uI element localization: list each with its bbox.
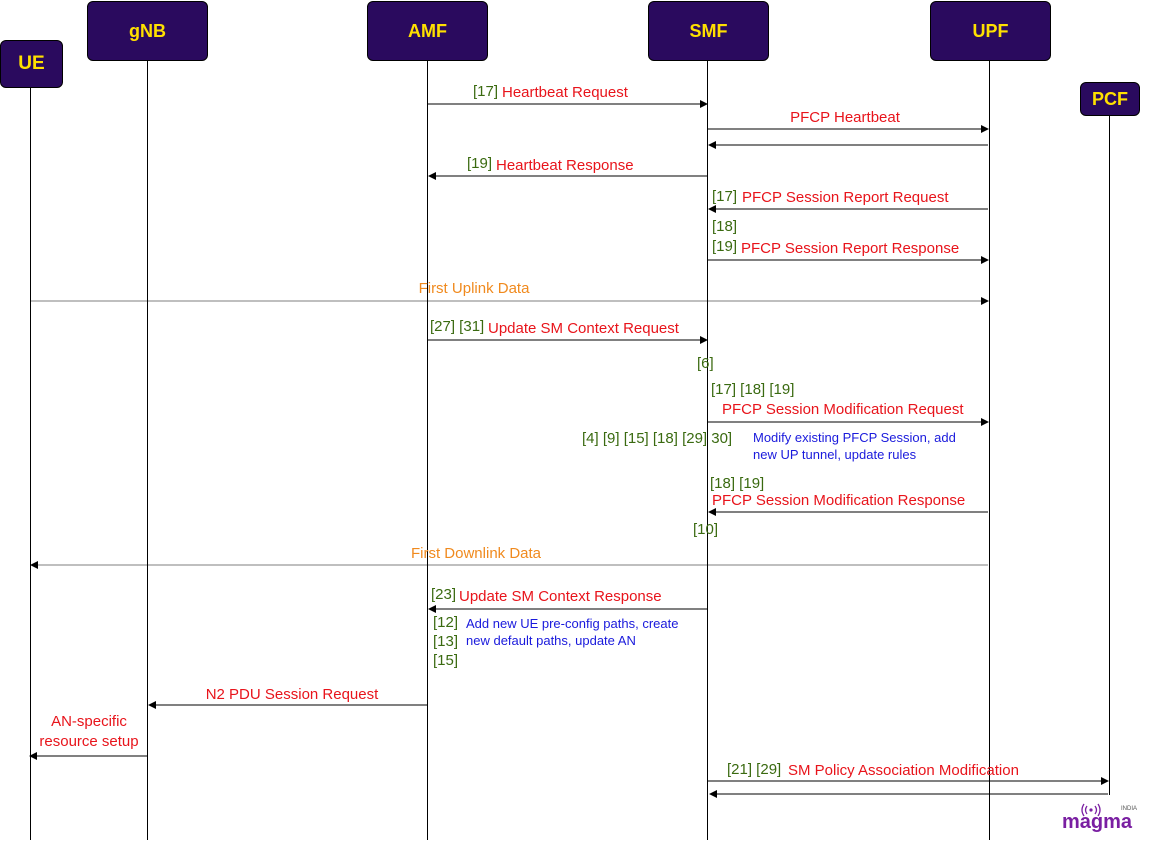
m11-ref-c: [15]	[433, 652, 459, 669]
smf-box: SMF	[648, 1, 769, 61]
magma-logo-word: magma	[1062, 811, 1133, 833]
m2-label: PFCP Heartbeat	[790, 109, 900, 126]
m14-ref: [21] [29]	[727, 761, 782, 778]
m9-ref-after: [10]	[693, 521, 719, 538]
gnb-box: gNB	[87, 1, 208, 61]
m11-ref-a: [12]	[433, 614, 459, 631]
m13-label-2: resource setup	[39, 733, 139, 750]
m9-ref: [18] [19]	[710, 475, 765, 492]
magma-logo: magma INDIA	[1062, 803, 1142, 837]
m8-note-1: Modify existing PFCP Session, add	[753, 430, 956, 445]
m11-ref-b: [13]	[433, 633, 459, 650]
m11-note-2: new default paths, update AN	[466, 633, 636, 648]
m8-ref: [17] [18] [19]	[711, 381, 795, 398]
m9-label: PFCP Session Modification Response	[712, 492, 966, 509]
m14-label: SM Policy Association Modification	[788, 762, 1019, 779]
m6-label: First Uplink Data	[418, 280, 530, 297]
m10-label: First Downlink Data	[410, 545, 542, 562]
amf-box: AMF	[367, 1, 488, 61]
m12-label: N2 PDU Session Request	[205, 686, 379, 703]
gnb-lifeline	[147, 60, 148, 840]
amf-lifeline	[427, 60, 428, 840]
m1-ref: [17]	[473, 83, 499, 100]
m5-label: PFCP Session Report Response	[741, 240, 960, 257]
upf-box: UPF	[930, 1, 1051, 61]
ue-box: UE	[0, 40, 63, 88]
pcf-lifeline	[1109, 115, 1110, 795]
m4-label: PFCP Session Report Request	[742, 189, 949, 206]
signal-icon	[1081, 803, 1101, 817]
upf-lifeline	[989, 60, 990, 840]
m3-label: Heartbeat Response	[496, 157, 634, 174]
m11-label: Update SM Context Response	[459, 588, 662, 605]
magma-logo-sub: INDIA	[1121, 806, 1138, 812]
m7-label: Update SM Context Request	[488, 320, 679, 337]
m8-label: PFCP Session Modification Request	[722, 401, 964, 418]
m11-ref: [23]	[431, 586, 457, 603]
ue-lifeline	[30, 87, 31, 840]
m13-label-1: AN-specific	[51, 713, 127, 730]
m7-ref: [27] [31]	[430, 318, 485, 335]
m5-ref-b: [19]	[712, 238, 738, 255]
m4-ref: [17]	[712, 188, 738, 205]
m8-ref-pre: [6]	[697, 355, 714, 372]
smf-lifeline	[707, 60, 708, 840]
m8-note-2: new UP tunnel, update rules	[753, 447, 917, 462]
m1-label: Heartbeat Request	[502, 84, 628, 101]
m5-ref-a: [18]	[712, 218, 738, 235]
pcf-box: PCF	[1080, 82, 1140, 116]
m8-refs-after: [4] [9] [15] [18] [29] 30]	[582, 430, 733, 447]
m11-note-1: Add new UE pre-config paths, create	[466, 616, 679, 631]
m3-ref: [19]	[467, 155, 493, 172]
